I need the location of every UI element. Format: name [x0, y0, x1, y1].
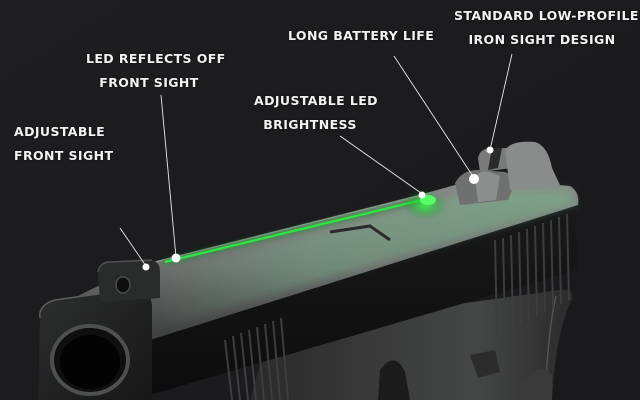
front-serrations [224, 317, 289, 400]
callout-line: LED REFLECTS OFF [86, 51, 226, 66]
callout-long-battery-life: LONG BATTERY LIFE [288, 24, 435, 48]
callout-standard-low-profile: STANDARD LOW-PROFILE IRON SIGHT DESIGN [454, 4, 639, 52]
callout-line: FRONT SIGHT [14, 148, 114, 163]
rear-serrations [494, 213, 570, 336]
callout-dots [142, 146, 494, 271]
callout-leader-lines [119, 53, 513, 267]
callout-led-reflects: LED REFLECTS OFF FRONT SIGHT [86, 47, 226, 95]
callout-line: IRON SIGHT DESIGN [468, 32, 616, 47]
callout-line: LONG BATTERY LIFE [288, 28, 435, 43]
callout-adjustable-led-brightness: ADJUSTABLE LED BRIGHTNESS [254, 89, 378, 137]
callout-line: ADJUSTABLE [14, 124, 106, 139]
callout-adjustable-front-sight: ADJUSTABLE FRONT SIGHT [14, 120, 113, 168]
callout-line: STANDARD LOW-PROFILE [454, 8, 639, 23]
callout-line: FRONT SIGHT [99, 75, 199, 90]
front-sight [97, 259, 160, 302]
callout-line: BRIGHTNESS [263, 117, 357, 132]
callout-line: ADJUSTABLE LED [254, 93, 378, 108]
